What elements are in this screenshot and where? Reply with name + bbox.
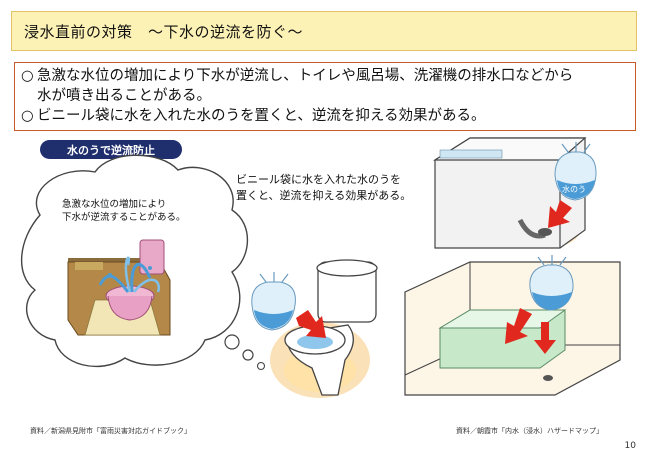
bullet-text: ビニール袋に水を入れた水のうを置くと、逆流を抑える効果がある。 [37, 108, 486, 124]
bullet-item: ○ 急激な水位の増加により下水が逆流し、トイレや風呂場、洗濯機の排水口などから … [21, 66, 629, 106]
center-caption: ビニール袋に水を入れた水のうを 置くと、逆流を抑える効果がある。 [236, 172, 411, 204]
page-number: 10 [624, 441, 636, 451]
sandbag-label: 水のう [562, 184, 586, 194]
washing-machine-with-sandbag [432, 137, 597, 249]
center-caption-line: ビニール袋に水を入れた水のうを [236, 173, 401, 186]
overflowing-toilet-scene [67, 239, 171, 336]
section-tag: 水のうで逆流防止 [40, 140, 182, 159]
bullet-mark: ○ [21, 108, 34, 124]
section-tag-label: 水のうで逆流防止 [67, 143, 155, 157]
source-left: 資料／新潟県見附市「富雨災害対応ガイドブック」 [30, 427, 191, 435]
bullet-text: 急激な水位の増加により下水が逆流し、トイレや風呂場、洗濯機の排水口などから [37, 68, 574, 84]
cloud-caption: 急激な水位の増加により 下水が逆流することがある。 [62, 198, 186, 224]
cloud-caption-line: 急激な水位の増加により [62, 199, 167, 210]
bullet-mark: ○ [21, 68, 34, 84]
toilet-with-sandbag [251, 259, 378, 398]
source-right: 資料／朝霞市「内水（浸水）ハザードマップ」 [456, 427, 603, 435]
slide-title: 浸水直前の対策 ～下水の逆流を防ぐ～ [24, 22, 304, 41]
bathtub-with-sandbag [404, 255, 621, 396]
cloud-caption-line: 下水が逆流することがある。 [62, 212, 186, 223]
bullet-item: ○ ビニール袋に水を入れた水のうを置くと、逆流を抑える効果がある。 [21, 106, 629, 126]
center-caption-line: 置くと、逆流を抑える効果がある。 [236, 189, 412, 202]
slide-title-bar: 浸水直前の対策 ～下水の逆流を防ぐ～ [11, 11, 637, 51]
bullet-text-cont: 水が噴き出ることがある。 [37, 88, 211, 104]
bullet-box: ○ 急激な水位の増加により下水が逆流し、トイレや風呂場、洗濯機の排水口などから … [14, 62, 636, 131]
